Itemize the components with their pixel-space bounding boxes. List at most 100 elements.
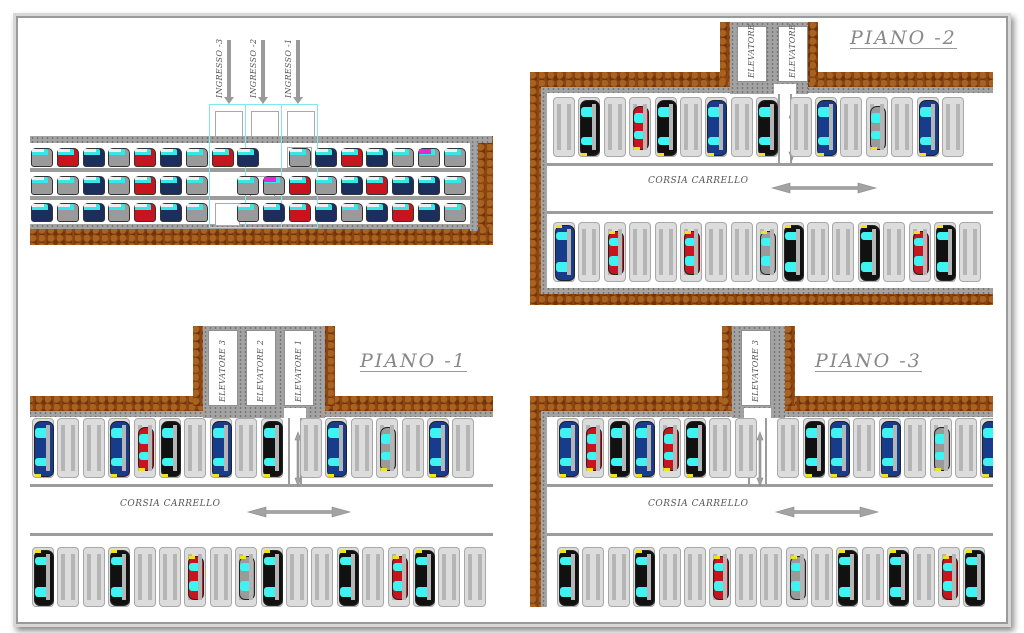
parking-slot[interactable]	[730, 222, 753, 282]
parking-slot[interactable]	[438, 547, 461, 607]
parking-slot[interactable]	[777, 418, 800, 478]
elevator-1[interactable]	[208, 330, 238, 406]
parking-slot[interactable]	[680, 222, 702, 282]
parking-slot[interactable]	[82, 547, 105, 607]
parking-slot[interactable]	[336, 547, 359, 607]
parking-slot[interactable]	[159, 547, 181, 607]
parking-slot[interactable]	[209, 547, 232, 607]
parking-slot[interactable]	[730, 97, 753, 157]
parking-slot[interactable]	[413, 547, 435, 607]
parking-slot[interactable]	[557, 418, 579, 478]
parking-slot[interactable]	[734, 418, 757, 478]
parking-slot[interactable]	[891, 97, 914, 157]
parking-slot[interactable]	[861, 547, 884, 607]
parking-slot[interactable]	[654, 97, 677, 157]
parking-slot[interactable]	[557, 547, 579, 607]
parking-slot[interactable]	[705, 222, 728, 282]
parking-slot[interactable]	[633, 418, 656, 478]
parking-slot[interactable]	[578, 222, 601, 282]
parking-slot[interactable]	[184, 418, 207, 478]
parking-slot[interactable]	[680, 97, 702, 157]
parking-slot[interactable]	[705, 97, 728, 157]
elevator-2[interactable]	[246, 330, 276, 406]
parking-slot[interactable]	[760, 547, 783, 607]
parking-slot[interactable]	[789, 97, 812, 157]
parking-slot[interactable]	[785, 547, 808, 607]
parking-slot[interactable]	[802, 418, 825, 478]
parking-slot[interactable]	[836, 547, 859, 607]
parking-slot[interactable]	[578, 97, 601, 157]
parking-slot[interactable]	[133, 547, 156, 607]
parking-slot[interactable]	[633, 547, 656, 607]
parking-slot[interactable]	[362, 547, 385, 607]
parking-slot[interactable]	[832, 222, 855, 282]
parking-slot[interactable]	[57, 547, 80, 607]
parking-slot[interactable]	[82, 418, 105, 478]
parking-slot[interactable]	[912, 547, 935, 607]
parking-slot[interactable]	[959, 222, 982, 282]
parking-slot[interactable]	[260, 547, 283, 607]
parking-slot[interactable]	[159, 418, 181, 478]
parking-slot[interactable]	[235, 547, 258, 607]
parking-slot[interactable]	[938, 547, 960, 607]
parking-slot[interactable]	[916, 97, 939, 157]
parking-slot[interactable]	[427, 418, 449, 478]
parking-slot[interactable]	[133, 418, 156, 478]
parking-slot[interactable]	[582, 547, 605, 607]
parking-slot[interactable]	[963, 547, 986, 607]
parking-slot[interactable]	[955, 418, 977, 478]
parking-slot[interactable]	[853, 418, 876, 478]
parking-slot[interactable]	[108, 418, 131, 478]
parking-slot[interactable]	[815, 97, 837, 157]
parking-slot[interactable]	[463, 547, 486, 607]
parking-slot[interactable]	[734, 547, 757, 607]
parking-slot[interactable]	[607, 547, 630, 607]
parking-slot[interactable]	[658, 418, 681, 478]
parking-slot[interactable]	[840, 97, 863, 157]
parking-slot[interactable]	[654, 222, 677, 282]
parking-slot[interactable]	[878, 418, 901, 478]
parking-slot[interactable]	[865, 97, 888, 157]
parking-slot[interactable]	[553, 222, 575, 282]
parking-slot[interactable]	[942, 97, 964, 157]
parking-slot[interactable]	[828, 418, 850, 478]
parking-slot[interactable]	[709, 418, 732, 478]
parking-slot[interactable]	[553, 97, 575, 157]
parking-slot[interactable]	[908, 222, 931, 282]
parking-slot[interactable]	[607, 418, 630, 478]
parking-slot[interactable]	[887, 547, 910, 607]
parking-slot[interactable]	[756, 222, 779, 282]
parking-slot[interactable]	[857, 222, 880, 282]
elevator-1[interactable]	[741, 330, 771, 406]
parking-slot[interactable]	[235, 418, 258, 478]
parking-slot[interactable]	[603, 97, 626, 157]
parking-slot[interactable]	[629, 222, 652, 282]
parking-slot[interactable]	[350, 418, 373, 478]
parking-slot[interactable]	[286, 547, 308, 607]
parking-slot[interactable]	[376, 418, 399, 478]
parking-slot[interactable]	[401, 418, 424, 478]
elevator-1[interactable]	[737, 26, 767, 82]
parking-slot[interactable]	[781, 222, 804, 282]
parking-slot[interactable]	[452, 418, 475, 478]
parking-slot[interactable]	[929, 418, 952, 478]
parking-slot[interactable]	[311, 547, 334, 607]
parking-slot[interactable]	[325, 418, 348, 478]
parking-slot[interactable]	[811, 547, 833, 607]
parking-slot[interactable]	[108, 547, 131, 607]
elevator-2[interactable]	[778, 26, 808, 82]
parking-slot[interactable]	[883, 222, 906, 282]
parking-slot[interactable]	[904, 418, 927, 478]
parking-slot[interactable]	[603, 222, 626, 282]
parking-slot[interactable]	[980, 418, 993, 478]
parking-slot[interactable]	[684, 547, 706, 607]
elevator-3[interactable]	[284, 330, 314, 406]
parking-slot[interactable]	[756, 97, 779, 157]
parking-slot[interactable]	[32, 418, 54, 478]
parking-slot[interactable]	[582, 418, 605, 478]
parking-slot[interactable]	[387, 547, 410, 607]
parking-slot[interactable]	[709, 547, 732, 607]
parking-slot[interactable]	[260, 418, 283, 478]
parking-slot[interactable]	[209, 418, 232, 478]
parking-slot[interactable]	[184, 547, 207, 607]
